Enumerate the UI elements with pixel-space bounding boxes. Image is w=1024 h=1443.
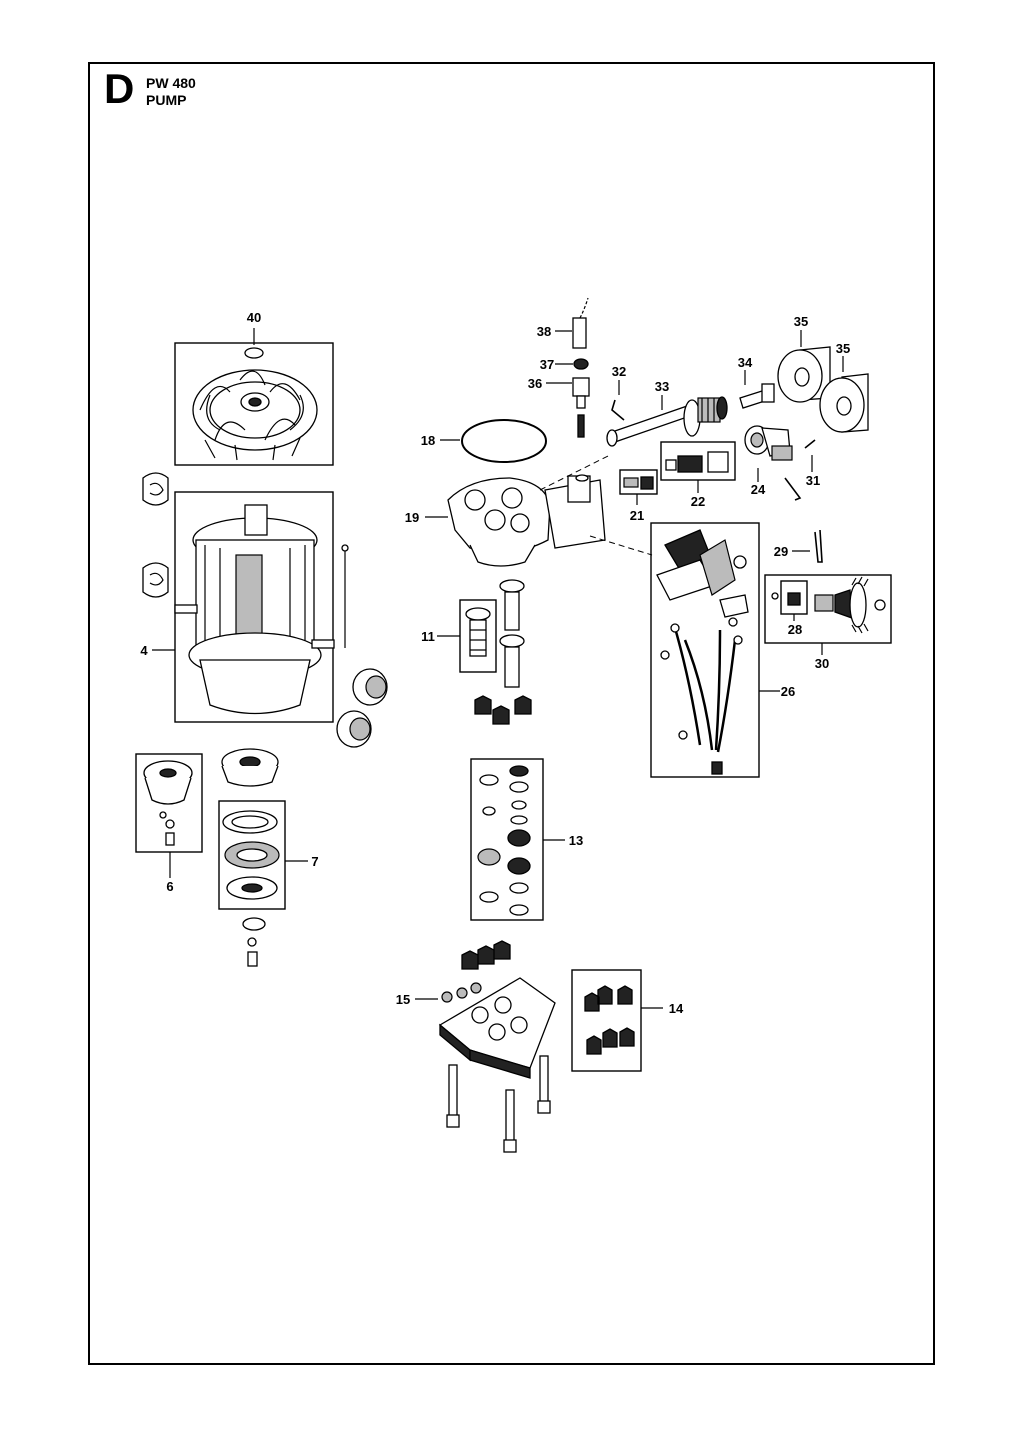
callout-40: 40 <box>247 310 261 325</box>
callout-37: 37 <box>540 357 554 372</box>
callout-11: 11 <box>421 629 435 644</box>
callout-26: 26 <box>781 684 795 699</box>
callout-28: 28 <box>788 622 802 637</box>
section-letter: D <box>104 65 135 112</box>
pump-head-part-19 <box>425 454 653 567</box>
model-name: PW 480 <box>146 75 196 91</box>
part-31 <box>784 439 816 501</box>
callout-21: 21 <box>630 508 644 523</box>
parts-36-37-38 <box>546 297 590 438</box>
clip-part-32 <box>611 380 625 421</box>
part-21 <box>619 469 658 505</box>
motor-part-4 <box>142 472 388 748</box>
manifold-part-15 <box>415 940 556 1153</box>
callout-31: 31 <box>806 473 820 488</box>
callout-13: 13 <box>569 833 583 848</box>
callout-38: 38 <box>537 324 551 339</box>
part-24 <box>744 425 793 482</box>
callout-labels: 40 4 6 7 18 19 11 13 15 14 38 37 36 32 3… <box>140 310 850 1016</box>
callout-18: 18 <box>421 433 435 448</box>
callout-22: 22 <box>691 494 705 509</box>
callout-35-b: 35 <box>836 341 850 356</box>
part-29 <box>792 529 823 563</box>
callout-15: 15 <box>396 992 410 1007</box>
part-6 <box>135 753 203 878</box>
callout-35-a: 35 <box>794 314 808 329</box>
callout-34: 34 <box>738 355 753 370</box>
part-22 <box>660 441 736 493</box>
callout-33: 33 <box>655 379 669 394</box>
callout-4: 4 <box>140 643 148 658</box>
valve-kit-part-14 <box>571 969 663 1072</box>
callout-32: 32 <box>612 364 626 379</box>
part-11 <box>437 579 532 725</box>
callout-29: 29 <box>774 544 788 559</box>
callout-7: 7 <box>311 854 318 869</box>
page-title: PUMP <box>146 92 187 108</box>
callout-6: 6 <box>166 879 173 894</box>
part-33 <box>606 395 728 447</box>
cushions-part-35 <box>777 330 869 433</box>
part-34 <box>739 370 775 409</box>
callout-36: 36 <box>528 376 542 391</box>
callout-30: 30 <box>815 656 829 671</box>
callout-19: 19 <box>405 510 419 525</box>
page-frame <box>88 62 935 1365</box>
part-7 <box>218 748 308 967</box>
seal-kit-part-13 <box>470 758 565 921</box>
parts-28-30 <box>764 574 892 655</box>
o-ring-part-18 <box>440 419 547 463</box>
switch-harness-part-26 <box>650 522 780 778</box>
callout-24: 24 <box>751 482 766 497</box>
fan-part-40 <box>174 328 334 466</box>
callout-14: 14 <box>669 1001 684 1016</box>
